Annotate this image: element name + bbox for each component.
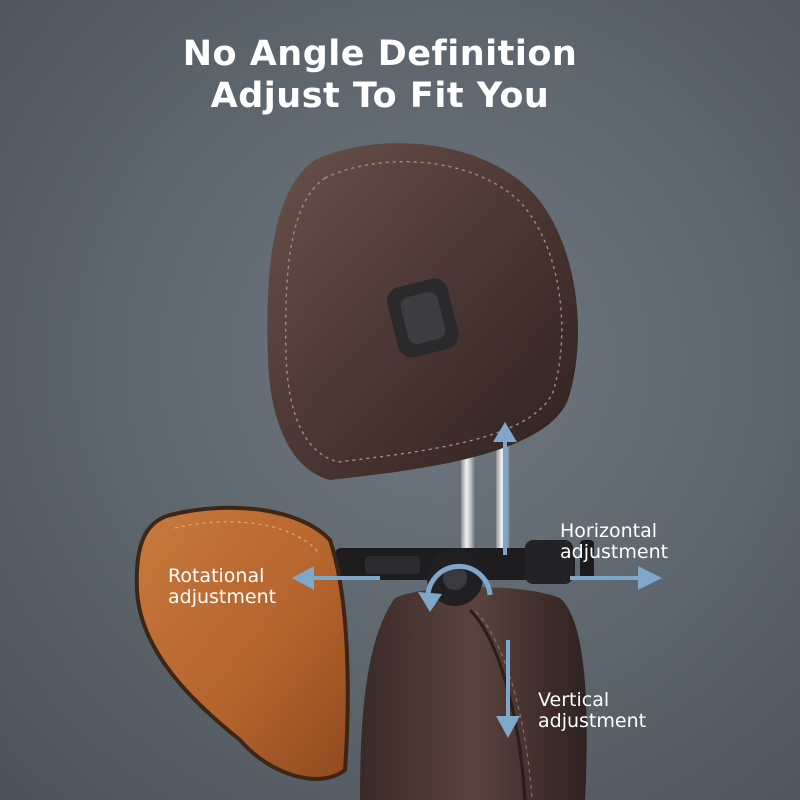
headline-line-1: No Angle Definition: [182, 34, 578, 74]
headrest: [267, 143, 579, 480]
headline-line-2: Adjust To Fit You: [210, 76, 550, 116]
rotational-adjustment-label: Rotational adjustment: [168, 566, 276, 608]
neck-pillow: [134, 505, 350, 781]
horizontal-adjustment-label: Horizontal adjustment: [560, 521, 668, 563]
horizontal-arrow-icon: [570, 566, 662, 590]
vertical-up-arrow-icon: [493, 422, 517, 555]
horizontal-label-line-1: Horizontal: [560, 520, 658, 542]
rotational-label-line-1: Rotational: [168, 565, 265, 587]
headrest-hook-icon: [387, 278, 459, 358]
rotational-label-line-2: adjustment: [168, 586, 277, 608]
mount-bracket: [335, 540, 594, 606]
vertical-label-line-1: Vertical: [538, 689, 610, 711]
vertical-adjustment-label: Vertical adjustment: [538, 690, 646, 732]
vertical-label-line-2: adjustment: [538, 710, 647, 732]
rotational-arrow-icon: [292, 563, 493, 612]
horizontal-label-line-2: adjustment: [560, 541, 669, 563]
vertical-down-arrow-icon: [496, 640, 520, 738]
